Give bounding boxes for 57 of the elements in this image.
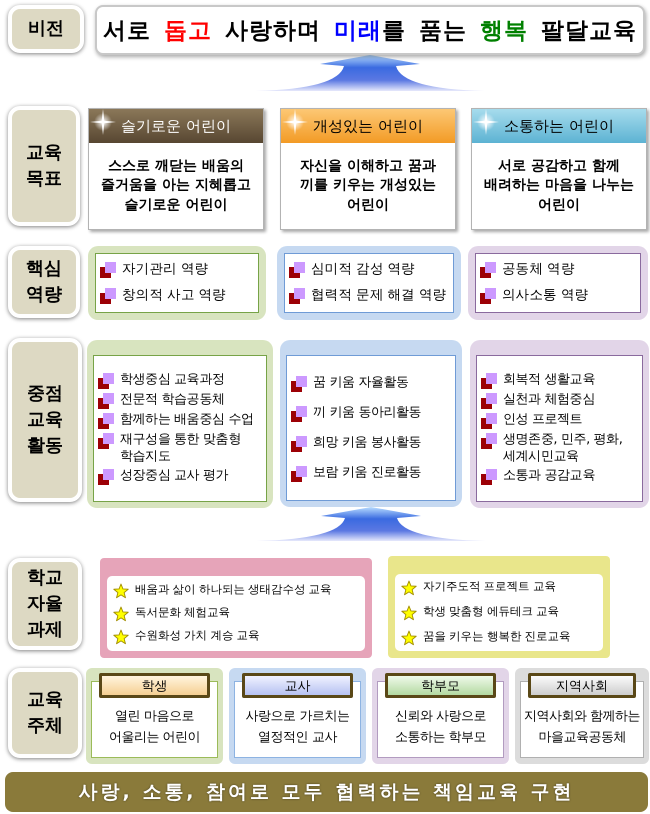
subject-panel [515,668,649,764]
activity-panel [470,340,649,508]
goal-title: 슬기로운 어린이 [121,116,231,136]
list-item: 꿈 키움 자율활동 [313,374,409,392]
list-item: 끼 키움 동아리활동 [313,404,422,422]
goal-card [471,108,647,230]
competency-panel [468,246,648,320]
list-item: 꿈을 키우는 행복한 진로교육 [423,629,570,644]
list-item: 창의적 사고 역량 [122,287,226,305]
list-item: 소통과 공감교육 [503,468,595,486]
subject-description: 사랑으로 가르치는 열정적인 교사 [244,708,350,746]
activity-panel [87,340,273,508]
subject-heading: 학생 [99,673,210,698]
subject-panel [229,668,366,764]
list-item: 보람 키움 진로활동 [313,464,422,482]
task-panel [100,558,372,658]
list-item: 회복적 생활교육 [503,372,595,388]
list-item: 재구성을 통한 맞춤형 학습지도 [120,432,242,466]
list-item: 배움과 삶이 하나되는 생태감수성 교육 [135,582,332,597]
list-item: 독서문화 체험교육 [135,605,230,620]
subject-description: 지역사회와 함께하는 마을교육공동체 [522,708,642,746]
list-item: 자기주도적 프로젝트 교육 [423,579,556,594]
subject-heading: 지역사회 [528,673,636,698]
list-item: 함께하는 배움중심 수업 [120,412,254,428]
list-item: 희망 키움 봉사활동 [313,434,422,452]
goal-card [88,108,264,230]
slogan-banner: 사랑, 소통, 참여로 모두 협력하는 책임교육 구현 [5,772,648,812]
goal-title: 개성있는 어린이 [313,116,423,136]
list-item: 인성 프로젝트 [503,412,582,428]
list-item: 수원화성 가치 계승 교육 [135,628,260,643]
goal-card [280,108,456,230]
goal-description: 스스로 깨닫는 배움의 즐거움을 아는 지혜롭고 슬기로운 어린이 [100,156,252,215]
list-item: 전문적 학습공동체 [120,392,225,408]
competency-panel [277,246,461,320]
competency-panel [88,246,266,320]
goal-description: 서로 공감하고 함께 배려하는 마음을 나누는 어린이 [483,156,635,215]
subject-heading: 학부모 [385,673,496,698]
subject-panel [372,668,509,764]
subject-panel [86,668,223,764]
goal-description: 자신을 이해하고 꿈과 끼를 키우는 개성있는 어린이 [299,156,437,215]
list-item: 의사소통 역량 [502,287,588,305]
list-item: 심미적 감성 역량 [311,261,415,279]
list-item: 협력적 문제 해결 역량 [311,287,446,305]
list-item: 학생중심 교육과정 [120,372,225,388]
task-panel [388,556,610,658]
subject-description: 신뢰와 사랑으로 소통하는 학부모 [394,708,488,746]
list-item: 성장중심 교사 평가 [120,468,228,486]
subject-heading: 교사 [242,673,353,698]
activity-panel [280,340,462,507]
vision-statement: 서로 돕고 사랑하며 미래를 품는 행복 팔달교육 [95,5,645,55]
list-item: 공동체 역량 [502,261,574,279]
subject-description: 열린 마음으로 어울리는 어린이 [108,708,202,746]
list-item: 실천과 체험중심 [503,392,595,408]
list-item: 생명존중, 민주, 평화, 세계시민교육 [503,432,624,466]
list-item: 자기관리 역량 [122,261,208,279]
goal-title: 소통하는 어린이 [504,116,614,136]
list-item: 학생 맞춤형 에듀테크 교육 [423,604,559,619]
